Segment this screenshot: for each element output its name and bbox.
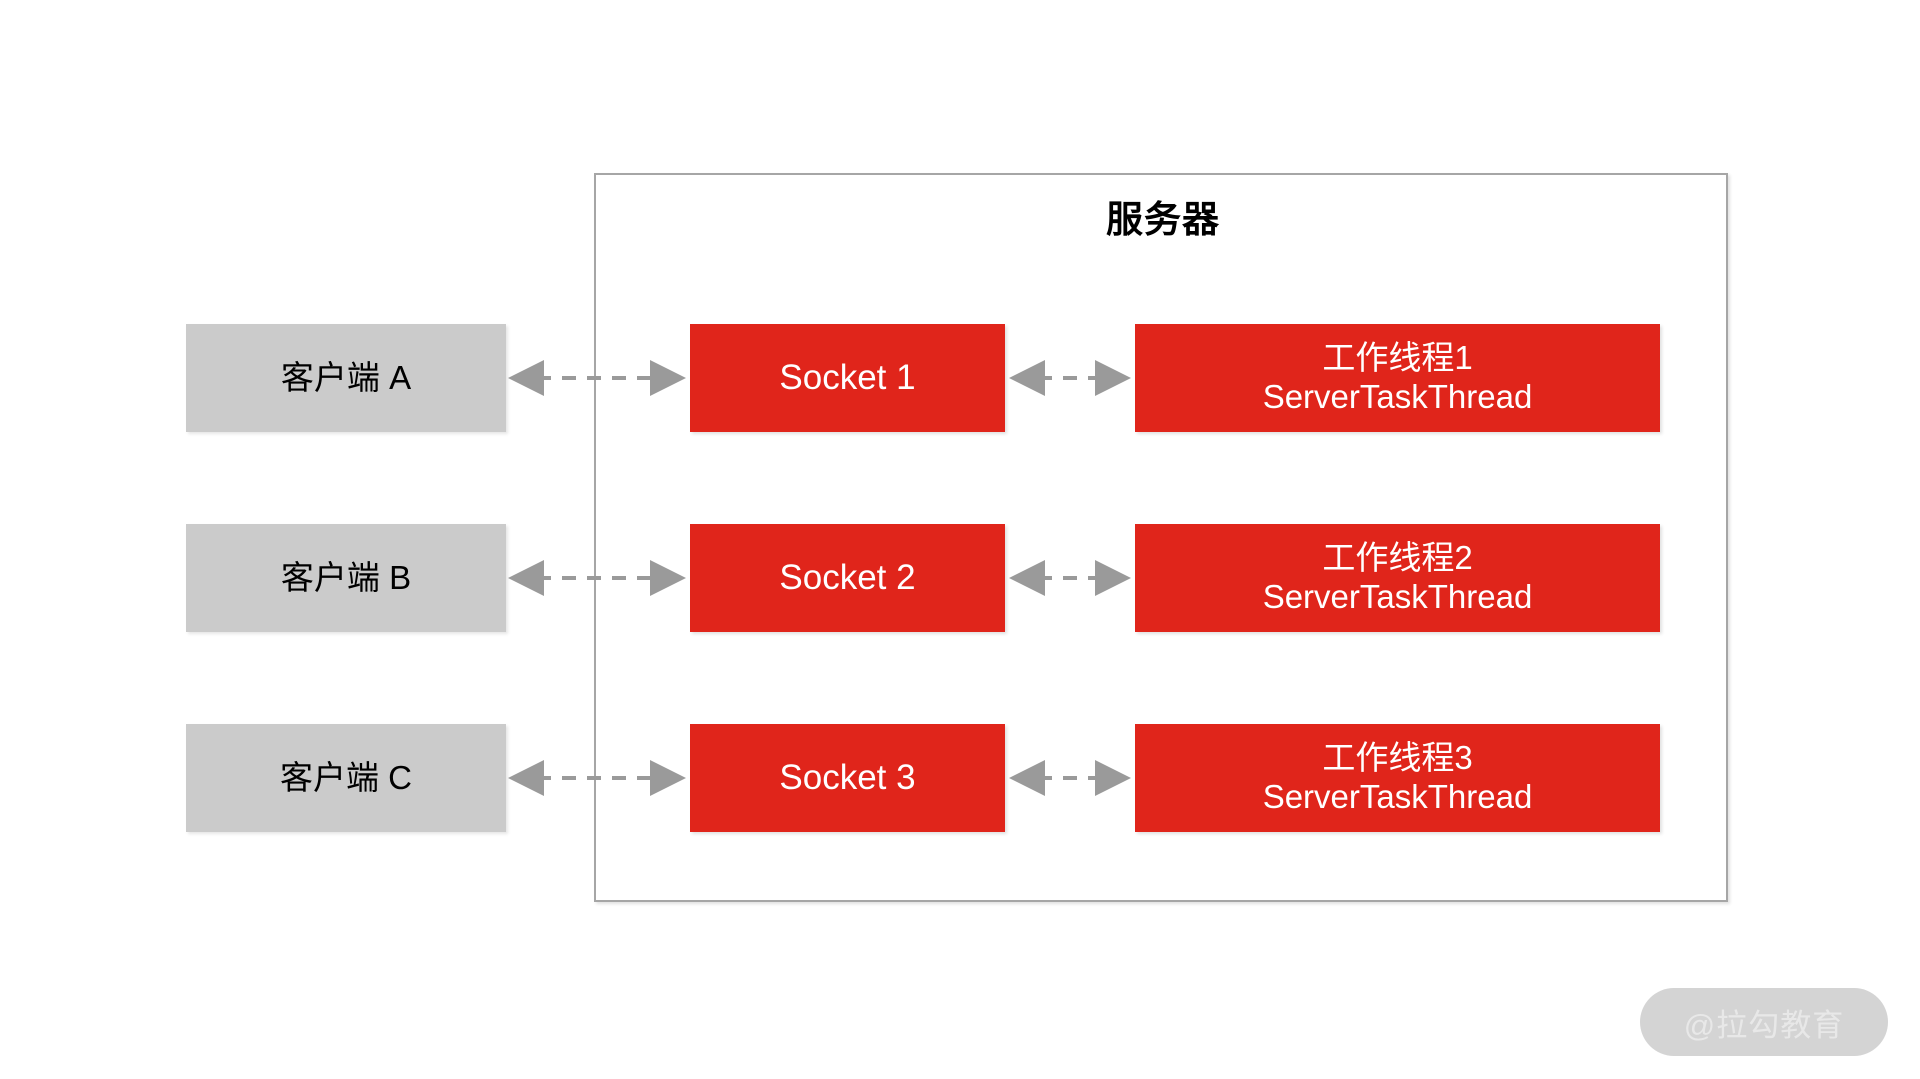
worker-thread-class-1: ServerTaskThread	[1262, 378, 1533, 415]
worker-thread-class-3: ServerTaskThread	[1262, 778, 1533, 815]
worker-thread-box-3: 工作线程3 ServerTaskThread	[1135, 724, 1660, 832]
socket-box-3: Socket 3	[690, 724, 1005, 832]
watermark-text: @拉勾教育	[1683, 1007, 1845, 1043]
worker-thread-title-1: 工作线程1	[1322, 339, 1473, 377]
client-box-a: 客户端 A	[186, 324, 506, 432]
socket-label-2: Socket 2	[779, 558, 916, 598]
client-label-c: 客户端 C	[280, 758, 412, 796]
client-box-b: 客户端 B	[186, 524, 506, 632]
worker-thread-box-2: 工作线程2 ServerTaskThread	[1135, 524, 1660, 632]
worker-thread-title-2: 工作线程2	[1322, 539, 1473, 577]
server-title: 服务器	[1106, 199, 1220, 240]
socket-label-3: Socket 3	[779, 758, 916, 798]
client-label-b: 客户端 B	[280, 558, 412, 596]
client-label-a: 客户端 A	[280, 358, 412, 396]
socket-label-1: Socket 1	[779, 358, 916, 398]
socket-box-2: Socket 2	[690, 524, 1005, 632]
socket-box-1: Socket 1	[690, 324, 1005, 432]
worker-thread-title-3: 工作线程3	[1322, 739, 1473, 777]
watermark-badge: @拉勾教育	[1640, 988, 1888, 1056]
worker-thread-class-2: ServerTaskThread	[1262, 578, 1533, 615]
worker-thread-box-1: 工作线程1 ServerTaskThread	[1135, 324, 1660, 432]
client-box-c: 客户端 C	[186, 724, 506, 832]
